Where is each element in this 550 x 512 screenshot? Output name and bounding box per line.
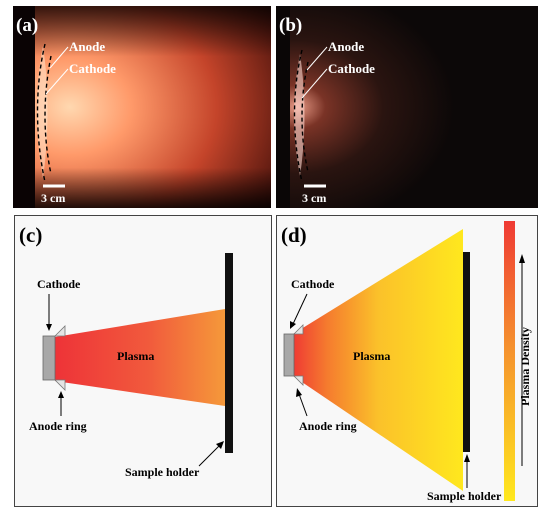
cathode-arrowhead <box>290 321 296 329</box>
panel-tag: (a) <box>16 15 38 36</box>
plasma-density-bar <box>504 221 515 501</box>
sample-holder-arrowhead <box>216 441 224 449</box>
sample-holder-arrowhead <box>464 454 470 462</box>
panel-tag: (b) <box>279 15 302 36</box>
plasma-label: Plasma <box>117 349 154 363</box>
photo-a-canvas: (a) Anode Cathode 3 cm <box>13 6 271 208</box>
cathode-arrow <box>45 68 69 95</box>
scale-label: 3 cm <box>302 191 326 205</box>
anode-ring-arrow <box>298 393 308 417</box>
sample-holder <box>463 252 470 452</box>
anode-ring-bottom <box>293 375 304 386</box>
schematic-c-canvas: (c) Cathode Plasma Anode ring Sample hol… <box>19 223 233 479</box>
anode-ring-label: Anode ring <box>29 419 87 433</box>
sample-holder-arrow <box>198 443 222 467</box>
vignette <box>13 6 271 208</box>
scale-label: 3 cm <box>41 191 65 205</box>
anode-outline <box>44 55 52 175</box>
plasma-glow <box>276 6 538 208</box>
anode-label: Anode <box>69 39 105 54</box>
schematic-d-canvas: (d) Plasma Density Cathode Plasma Anode … <box>281 221 532 503</box>
left-dark-edge <box>13 6 35 208</box>
schematic-panel-c: (c) Cathode Plasma Anode ring Sample hol… <box>14 215 272 507</box>
photo-panel-a: (a) Anode Cathode 3 cm <box>13 6 271 208</box>
panel-tag: (c) <box>19 223 42 247</box>
anode-ring-top <box>54 325 66 337</box>
left-dark-edge <box>276 6 290 208</box>
anode-arrow <box>306 46 328 71</box>
anode-arrow <box>49 46 69 69</box>
plasma-density-label: Plasma Density <box>518 327 532 406</box>
cathode-outline <box>36 43 46 183</box>
photo-b-canvas: (b) Anode Cathode 3 cm <box>276 6 538 208</box>
cathode-outline <box>293 49 303 183</box>
plasma-region <box>55 309 225 406</box>
anode-ring-arrowhead <box>296 388 302 397</box>
panel-tag: (d) <box>281 223 307 247</box>
sample-holder-label: Sample holder <box>125 465 200 479</box>
cathode-glow <box>294 54 305 176</box>
anode-ring-top <box>293 324 304 335</box>
anode-outline <box>301 61 309 173</box>
density-arrowhead <box>519 254 525 263</box>
sample-holder-label: Sample holder <box>427 489 502 503</box>
schematic-panel-d: (d) Plasma Density Cathode Plasma Anode … <box>276 215 538 507</box>
plasma-label: Plasma <box>353 349 390 363</box>
cathode-block <box>42 335 56 381</box>
cathode-label: Cathode <box>37 277 81 291</box>
cathode-arrowhead <box>46 324 52 331</box>
cathode-label: Cathode <box>328 61 375 76</box>
cathode-arrow <box>301 68 328 99</box>
cathode-block <box>283 333 295 377</box>
cathode-label: Cathode <box>69 61 116 76</box>
anode-label: Anode <box>328 39 364 54</box>
sample-holder <box>225 253 233 453</box>
anode-ring-arrowhead <box>58 391 64 398</box>
photo-panel-b: (b) Anode Cathode 3 cm <box>276 6 538 208</box>
anode-ring-bottom <box>54 379 66 391</box>
plasma-region <box>293 229 463 491</box>
cathode-label: Cathode <box>291 277 335 291</box>
cathode-arrow <box>292 293 308 325</box>
anode-ring-label: Anode ring <box>299 419 357 433</box>
